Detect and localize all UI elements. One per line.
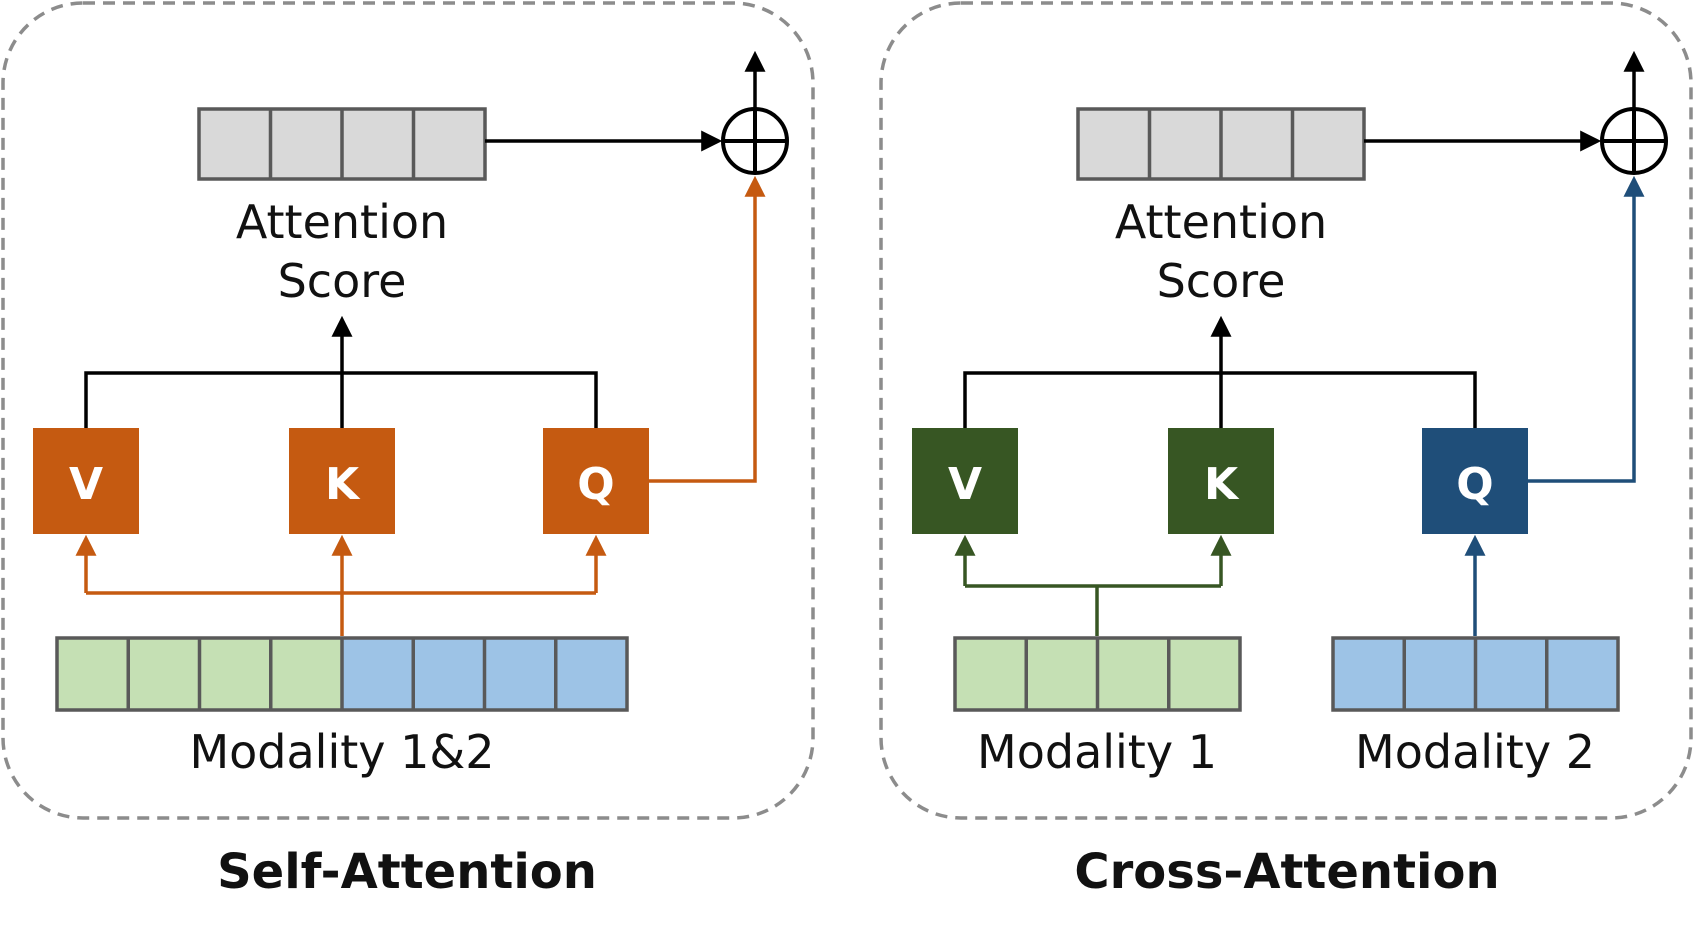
svg-text:V: V — [69, 459, 103, 510]
cross-attention-panel: Attention Score V K Q — [879, 1, 1693, 820]
self-attention-score-label-line1: Attention — [236, 195, 448, 249]
cross-attention-border — [879, 1, 1693, 820]
self-attention-score-label-line2: Score — [278, 254, 407, 308]
self-attention-input-to-vkq-arrows — [75, 534, 607, 636]
self-attention-panel: Attention Score V K Q — [1, 1, 815, 820]
self-attention-caption: Self-Attention — [217, 844, 597, 900]
cross-attention-k-node: K — [1168, 428, 1274, 534]
cross-attention-v-node: V — [912, 428, 1018, 534]
cross-attention-score-vector — [1076, 107, 1366, 181]
svg-text:K: K — [1204, 459, 1240, 510]
cross-attention-modality1-to-vk-arrows — [954, 534, 1232, 636]
self-attention-vkq-combine-lines — [84, 371, 598, 428]
cross-attention-q-node: Q — [1422, 428, 1528, 534]
svg-text:V: V — [948, 459, 982, 510]
svg-text:Q: Q — [577, 459, 614, 510]
cross-attention-score-label-line1: Attention — [1115, 195, 1327, 249]
self-attention-score-vector — [197, 107, 487, 181]
self-attention-border — [1, 1, 815, 820]
self-attention-input-label: Modality 1&2 — [189, 725, 494, 779]
self-attention-input-vector — [55, 636, 629, 712]
cross-attention-modality2-vector — [1331, 636, 1620, 712]
svg-text:K: K — [325, 459, 361, 510]
cross-attention-modality1-vector — [953, 636, 1242, 712]
cross-attention-modality1-label: Modality 1 — [977, 725, 1217, 779]
cross-attention-modality2-label: Modality 2 — [1355, 725, 1595, 779]
cross-attention-add-icon — [1600, 107, 1668, 175]
self-attention-v-node: V — [33, 428, 139, 534]
cross-attention-vkq-combine-lines — [963, 371, 1477, 428]
cross-attention-caption: Cross-Attention — [1074, 844, 1499, 900]
cross-attention-q-to-add-arrow — [1527, 175, 1645, 483]
self-attention-k-node: K — [289, 428, 395, 534]
svg-text:Q: Q — [1456, 459, 1493, 510]
self-attention-q-node: Q — [543, 428, 649, 534]
self-attention-add-icon — [721, 107, 789, 175]
self-attention-q-to-add-arrow — [648, 175, 766, 483]
cross-attention-score-label-line2: Score — [1157, 254, 1286, 308]
